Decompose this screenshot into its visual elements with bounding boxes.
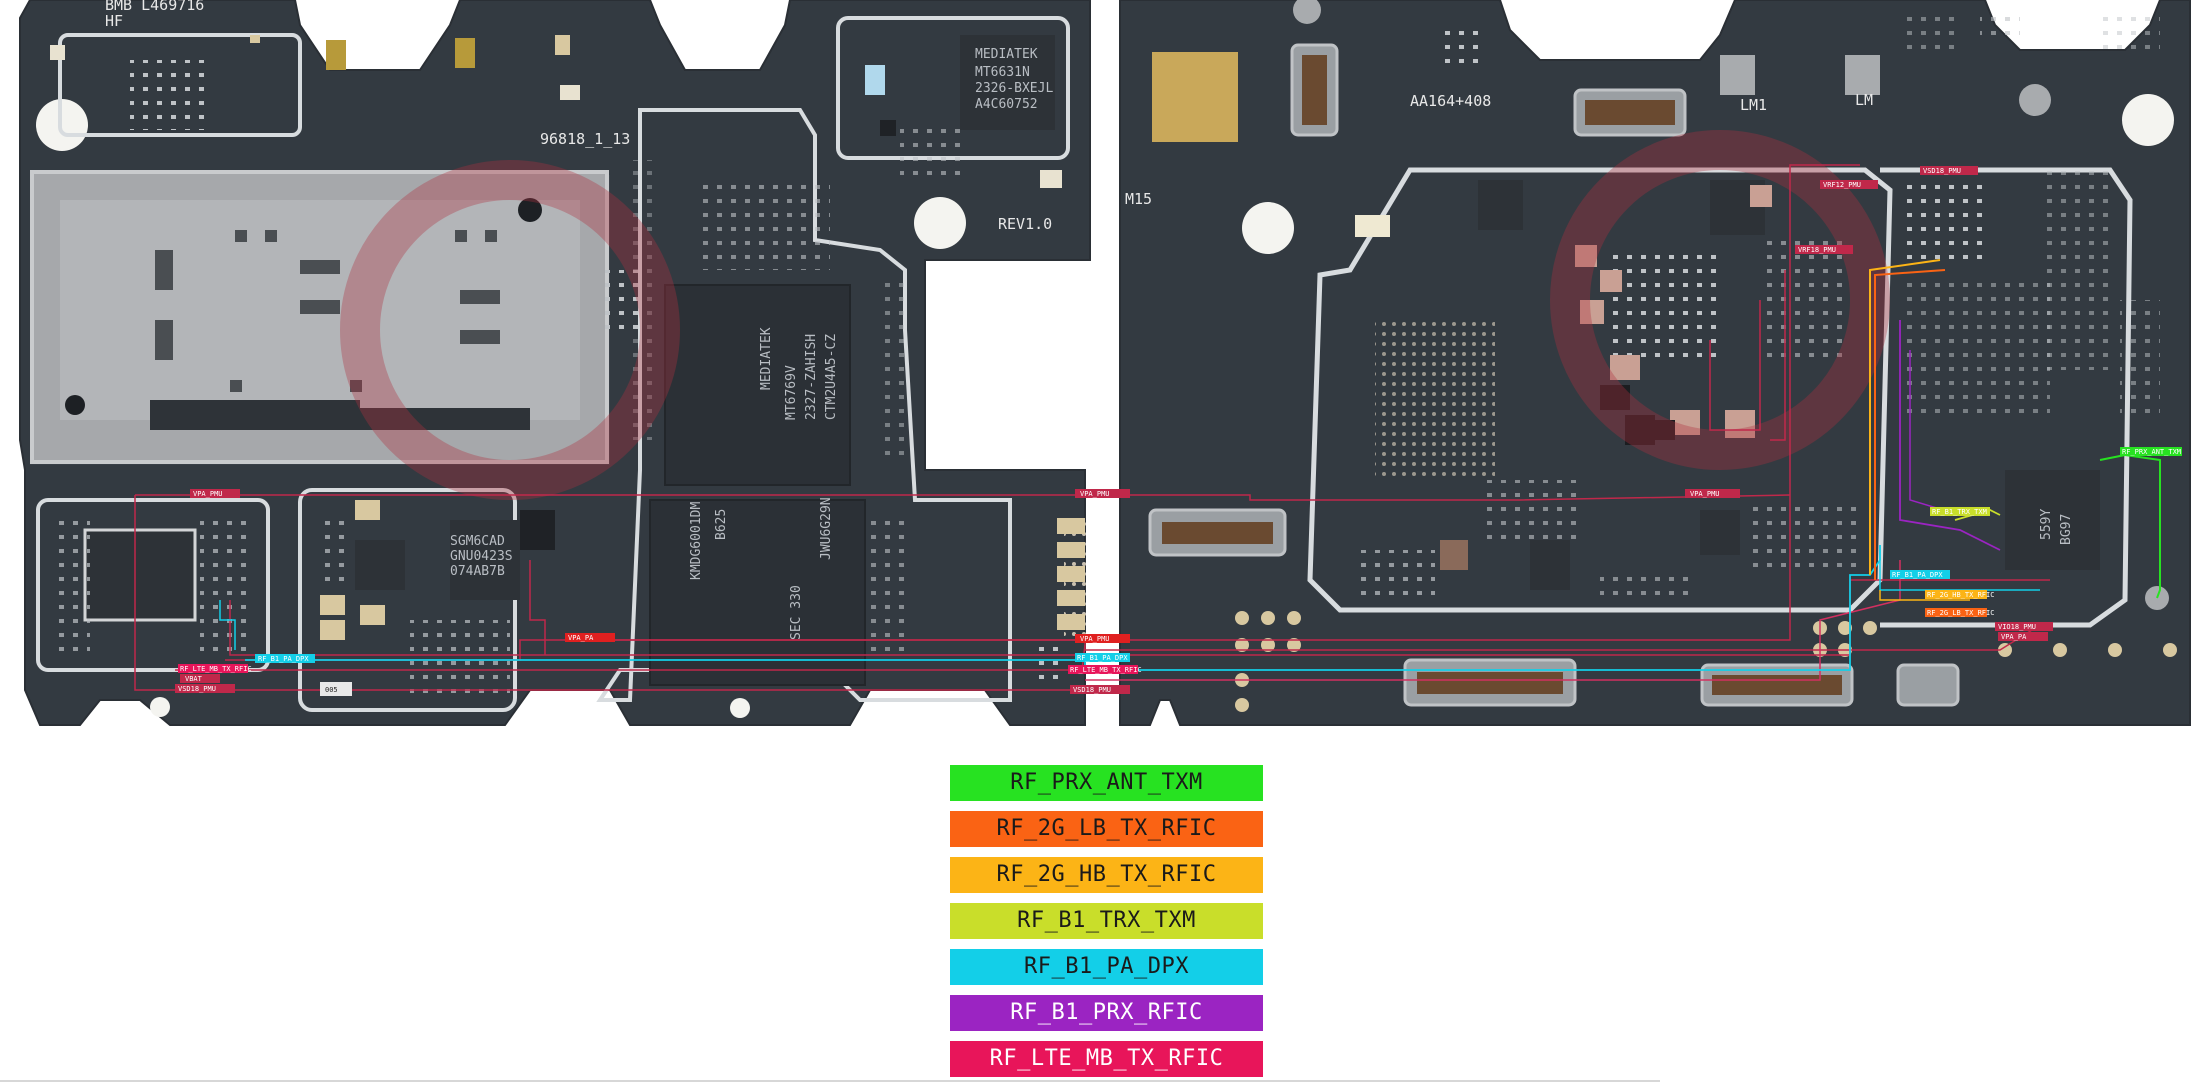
net-label-lb-tx: RF_2G_LB_TX_RFIC (1927, 609, 1994, 617)
rf-chip-line1: 559Y (2039, 509, 2054, 540)
net-label-b1-pa-dpx: RF_B1_PA_DPX (1077, 654, 1128, 662)
legend-item-b1-prx: RF_B1_PRX_RFIC (950, 995, 1263, 1031)
memory-line2: B625 (714, 509, 729, 540)
net-label-prx-ant: RF_PRX_ANT_TXM (2122, 448, 2181, 456)
rf-transceiver-chip (2005, 470, 2100, 570)
center-pads (1057, 518, 1085, 630)
signal-legend: RF_PRX_ANT_TXM RF_2G_LB_TX_RFIC RF_2G_HB… (950, 765, 1263, 1077)
net-label-vrf12: VRF12_PMU (1823, 181, 1861, 189)
cpu-line3: CTM2U4A5-CZ (824, 334, 839, 420)
hf-code: HF (105, 12, 123, 30)
signal-traces (134, 164, 2171, 691)
net-label-vpa-pmu: VPA_PMU (1080, 490, 1110, 498)
legend-item-b1-trx: RF_B1_TRX_TXM (950, 903, 1263, 939)
m15-label: M15 (1125, 190, 1152, 208)
board-code: BMB L469716 (105, 0, 204, 14)
cpu-line1: MT6769V (784, 365, 799, 420)
legend-item-2g-lb-tx: RF_2G_LB_TX_RFIC (950, 811, 1263, 847)
net-label-vrf18: VRF18_PMU (1798, 246, 1836, 254)
net-label-vpa-pa: VPA_PA (568, 634, 594, 642)
net-label-vpa-pmu: VPA_PMU (1080, 635, 1110, 643)
right-board (1119, 0, 2191, 726)
soc-chip (664, 284, 851, 486)
aa-code: AA164+408 (1410, 92, 1491, 110)
silkscreen-left: BMB L469716 HF 96818_1_13 REV1.0 MEDIATE… (105, 0, 1053, 696)
net-label-b1-pa-dpx: RF_B1_PA_DPX (1892, 571, 1943, 579)
pmic-line3: 074AB7B (450, 564, 505, 579)
net-label-lte-mb-tx: RF_LTE_MB_TX_RFIC (1070, 666, 1142, 674)
small-chip-brand: MEDIATEK (975, 47, 1038, 62)
memory-line3: SEC 330 (789, 585, 804, 640)
value-tag: 005 (325, 686, 338, 694)
net-label-vpa-pa: VPA_PA (2001, 633, 2027, 641)
small-chip-line3: A4C60752 (975, 97, 1038, 112)
part-code: 96818_1_13 (540, 130, 630, 148)
left-board (19, 0, 1092, 726)
small-chip-line1: MT6631N (975, 65, 1030, 80)
memory-line4: JWU6G29N (819, 497, 834, 560)
cpu-line2: 2327-ZAHISH (804, 334, 819, 420)
memory-line1: KMDG6001DM (689, 502, 704, 580)
pcb-board-diagram: VPA_PMU VPA_PMU VPA_PMU VBAT VSD18_PMU V… (19, 0, 2191, 726)
footer-divider (0, 1080, 1660, 1082)
silkscreen-right: M15 AA164+408 LM1 LM 559Y BG97 (1125, 91, 2074, 545)
lm1-label: LM1 (1740, 96, 1767, 114)
net-label-vio18: VIO18_PMU (1998, 623, 2036, 631)
net-label-vpa-pmu: VPA_PMU (193, 490, 223, 498)
pmic-line1: SGM6CAD (450, 534, 505, 549)
cpu-brand: MEDIATEK (759, 327, 774, 390)
net-label-vpa-pmu: VPA_PMU (1690, 490, 1720, 498)
lm2-label: LM (1855, 91, 1873, 109)
net-label-vsd18: VSD18_PMU (1073, 686, 1111, 694)
net-label-vsd18: VSD18_PMU (178, 685, 216, 693)
legend-item-2g-hb-tx: RF_2G_HB_TX_RFIC (950, 857, 1263, 893)
net-label-b1-trx: RF_B1_TRX_TXM (1932, 508, 1987, 516)
small-chip-line2: 2326-BXEJL (975, 81, 1053, 96)
legend-item-lte-mb-tx: RF_LTE_MB_TX_RFIC (950, 1041, 1263, 1077)
rf-chip-line2: BG97 (2059, 514, 2074, 545)
revision-label: REV1.0 (998, 215, 1052, 233)
net-label-b1-pa-dpx: RF_B1_PA_DPX (258, 655, 309, 663)
net-labels: VPA_PMU VPA_PMU VPA_PMU VBAT VSD18_PMU V… (175, 166, 2182, 694)
net-label-hb-tx: RF_2G_HB_TX_RFIC (1927, 591, 1994, 599)
pmic-line2: GNU0423S (450, 549, 513, 564)
net-label-vbat: VBAT (185, 675, 203, 683)
legend-item-b1-pa-dpx: RF_B1_PA_DPX (950, 949, 1263, 985)
legend-item-prx-ant: RF_PRX_ANT_TXM (950, 765, 1263, 801)
net-label-vsd18: VSD18_PMU (1923, 167, 1961, 175)
net-label-lte-mb-tx: RF_LTE_MB_TX_RFIC (180, 665, 252, 673)
memory-chip (649, 499, 866, 686)
